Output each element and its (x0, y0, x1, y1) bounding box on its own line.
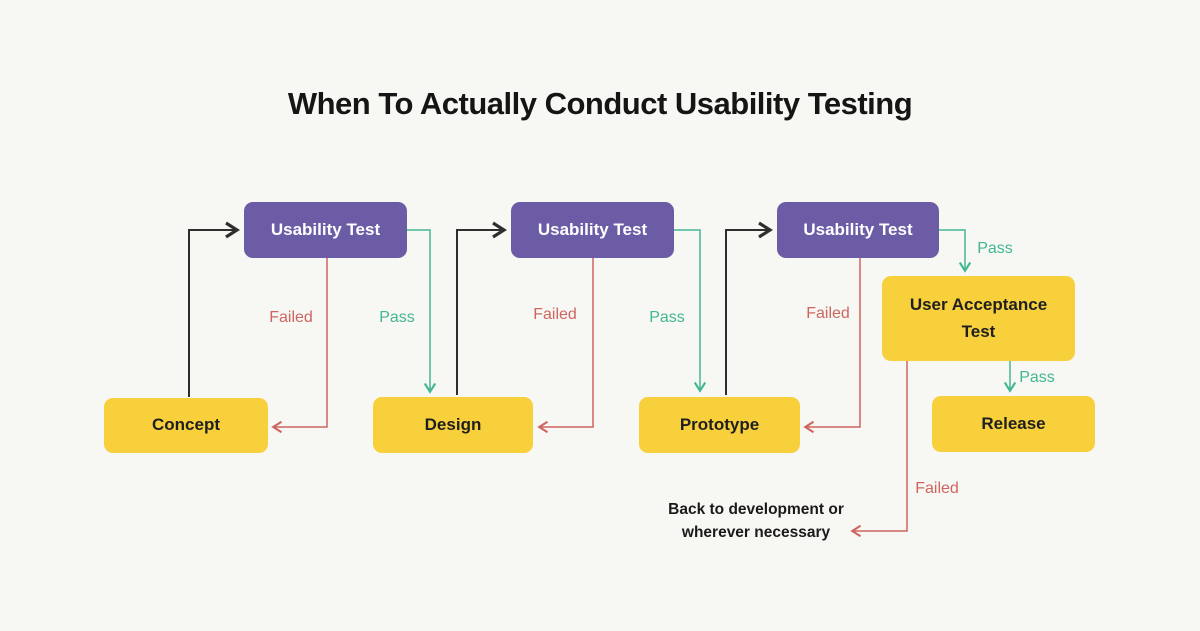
edge-label-failed-2: Failed (533, 306, 577, 323)
arrow-failed-uat-to-development-note (850, 361, 908, 538)
node-design-label: Design (424, 414, 482, 434)
node-release-label: Release (981, 413, 1046, 433)
edge-label-pass-uat: Pass (1019, 369, 1055, 386)
node-usability-test-3-label: Usability Test (803, 219, 913, 239)
node-concept: Concept (104, 398, 268, 453)
node-user-acceptance-test: User Acceptance Test (882, 276, 1075, 361)
arrow-concept-to-usability-test-1 (188, 221, 240, 397)
node-prototype: Prototype (639, 397, 800, 453)
arrow-prototype-to-usability-test-3 (725, 221, 773, 395)
node-concept-label: Concept (152, 415, 220, 435)
node-usability-test-1-label: Usability Test (270, 219, 381, 239)
node-usability-test-1: Usability Test (244, 202, 407, 258)
node-release: Release (932, 396, 1095, 452)
edge-label-pass-1: Pass (379, 309, 415, 326)
edge-label-pass-3: Pass (977, 240, 1013, 257)
arrow-failed-usability-test-1-to-concept (271, 258, 328, 434)
note-back-to-development: Back to development or wherever necessar… (668, 498, 844, 544)
arrow-pass-usability-test-3-to-uat (939, 229, 972, 273)
edge-label-failed-uat: Failed (915, 480, 959, 497)
node-usability-test-3: Usability Test (777, 202, 939, 258)
node-usability-test-2: Usability Test (511, 202, 674, 258)
note-line-1: Back to development or (668, 501, 844, 518)
edge-label-pass-2: Pass (649, 309, 685, 326)
edge-label-failed-1: Failed (269, 309, 313, 326)
arrow-failed-usability-test-2-to-design (537, 258, 594, 434)
arrow-failed-usability-test-3-to-prototype (803, 258, 861, 434)
node-prototype-label: Prototype (679, 414, 760, 434)
note-line-2: wherever necessary (681, 524, 831, 541)
page-title: When To Actually Conduct Usability Testi… (287, 86, 913, 121)
node-user-acceptance-test-label: User Acceptance Test (909, 295, 1048, 341)
arrow-design-to-usability-test-2 (456, 221, 507, 395)
node-design: Design (373, 397, 533, 453)
edge-label-failed-3: Failed (806, 305, 850, 322)
node-usability-test-2-label: Usability Test (537, 219, 648, 239)
